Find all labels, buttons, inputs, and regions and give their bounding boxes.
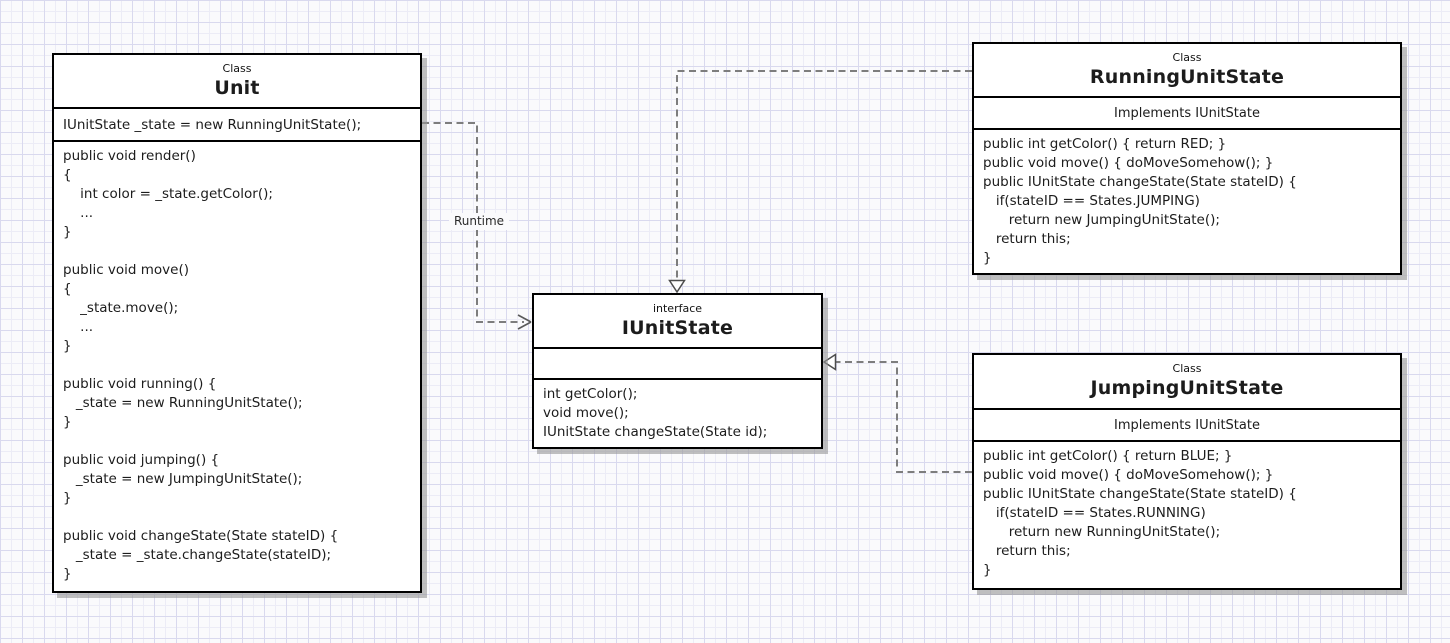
node-methods: public int getColor() { return RED; } pu…	[974, 128, 1400, 273]
interface-node-iunitstate: interface IUnitState int getColor(); voi…	[532, 293, 823, 449]
implements-label: Implements IUnitState	[974, 408, 1400, 440]
open-arrowhead-icon	[517, 314, 532, 330]
node-header: Class Unit	[54, 55, 420, 107]
node-name: JumpingUnitState	[1090, 377, 1284, 399]
hollow-triangle-arrowhead-icon	[668, 279, 686, 294]
node-attributes: IUnitState _state = new RunningUnitState…	[54, 107, 420, 140]
node-methods: public int getColor() { return BLUE; } p…	[974, 440, 1400, 588]
implements-label: Implements IUnitState	[974, 96, 1400, 128]
node-stereotype: Class	[1172, 362, 1202, 375]
node-header: interface IUnitState	[534, 295, 821, 347]
node-stereotype: Class	[222, 62, 252, 75]
runtime-edge-label: Runtime	[449, 213, 509, 230]
class-node-jumpingunitstate: Class JumpingUnitState Implements IUnitS…	[972, 353, 1402, 590]
node-header: Class JumpingUnitState	[974, 355, 1400, 408]
node-name: Unit	[214, 77, 260, 99]
node-stereotype: Class	[1172, 51, 1202, 64]
connector-jumping-to-iunitstate	[822, 353, 972, 473]
node-name: IUnitState	[621, 317, 734, 339]
node-methods: public void render() { int color = _stat…	[54, 140, 420, 591]
hollow-triangle-arrowhead-icon	[822, 353, 837, 371]
class-node-unit: Class Unit IUnitState _state = new Runni…	[52, 53, 422, 593]
node-header: Class RunningUnitState	[974, 44, 1400, 96]
class-node-runningunitstate: Class RunningUnitState Implements IUnitS…	[972, 42, 1402, 275]
node-stereotype: interface	[652, 302, 703, 315]
node-name: RunningUnitState	[1089, 66, 1285, 88]
connector-running-to-iunitstate	[668, 70, 972, 294]
node-methods: int getColor(); void move(); IUnitState …	[534, 378, 821, 447]
node-attributes-empty	[534, 347, 821, 378]
